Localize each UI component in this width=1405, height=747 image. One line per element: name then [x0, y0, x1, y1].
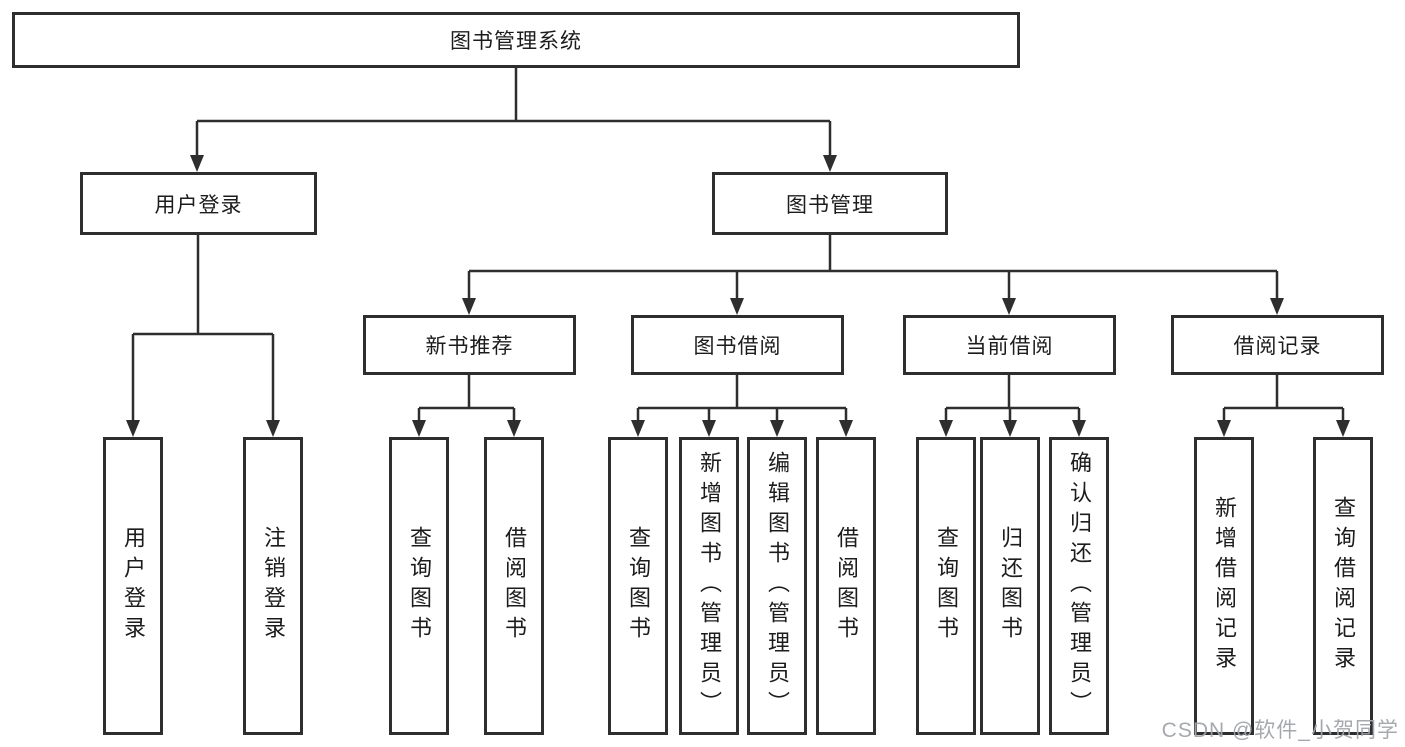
node-user-login: 用户登录 — [80, 172, 317, 235]
node-user-login-label: 用户登录 — [154, 193, 243, 217]
leaf-recommend-query-books: 查询图书 — [389, 437, 449, 735]
leaf-borrowing-query-books-label: 查询图书 — [626, 526, 651, 646]
leaf-current-confirm-return-admin-label: 确认归还（管理员） — [1067, 451, 1092, 721]
arrowheads — [126, 155, 1350, 437]
leaf-current-return-books-label: 归还图书 — [998, 526, 1023, 646]
leaf-borrowing-edit-books-admin-label: 编辑图书（管理员） — [765, 451, 790, 721]
leaf-borrowing-borrow-books: 借阅图书 — [816, 437, 876, 735]
node-new-book-recommend: 新书推荐 — [363, 315, 576, 375]
leaf-borrowing-edit-books-admin: 编辑图书（管理员） — [747, 437, 807, 735]
node-library-system-label: 图书管理系统 — [450, 30, 582, 53]
leaf-logout: 注销登录 — [243, 437, 303, 735]
leaf-recommend-borrow-books: 借阅图书 — [484, 437, 544, 735]
connector-spines — [131, 68, 1345, 421]
node-borrowing-records-label: 借阅记录 — [1233, 335, 1322, 358]
leaf-records-query-record: 查询借阅记录 — [1313, 437, 1373, 735]
leaf-user-login: 用户登录 — [103, 437, 163, 735]
node-current-borrowing: 当前借阅 — [903, 315, 1116, 375]
leaf-borrowing-add-books-admin: 新增图书（管理员） — [679, 437, 739, 735]
leaf-borrowing-query-books: 查询图书 — [608, 437, 668, 735]
leaf-recommend-query-books-label: 查询图书 — [407, 526, 432, 646]
leaf-records-query-record-label: 查询借阅记录 — [1331, 496, 1356, 676]
leaf-borrowing-borrow-books-label: 借阅图书 — [834, 526, 859, 646]
leaf-borrowing-add-books-admin-label: 新增图书（管理员） — [697, 451, 722, 721]
node-book-management: 图书管理 — [712, 172, 948, 235]
leaf-current-query-books: 查询图书 — [916, 437, 976, 735]
watermark: CSDN @软件_小贺同学 — [1161, 719, 1399, 742]
node-book-borrowing-label: 图书借阅 — [693, 335, 782, 358]
leaf-recommend-borrow-books-label: 借阅图书 — [502, 526, 527, 646]
leaf-current-query-books-label: 查询图书 — [934, 526, 959, 646]
node-borrowing-records: 借阅记录 — [1171, 315, 1384, 375]
leaf-logout-label: 注销登录 — [261, 526, 286, 646]
node-book-borrowing: 图书借阅 — [631, 315, 844, 375]
leaf-current-confirm-return-admin: 确认归还（管理员） — [1049, 437, 1109, 735]
node-new-book-recommend-label: 新书推荐 — [425, 335, 514, 358]
leaf-user-login-label: 用户登录 — [121, 526, 146, 646]
node-library-system: 图书管理系统 — [12, 12, 1020, 68]
leaf-current-return-books: 归还图书 — [980, 437, 1040, 735]
node-book-management-label: 图书管理 — [786, 193, 874, 217]
leaf-records-add-record: 新增借阅记录 — [1194, 437, 1254, 735]
node-current-borrowing-label: 当前借阅 — [965, 335, 1054, 358]
leaf-records-add-record-label: 新增借阅记录 — [1212, 496, 1237, 676]
